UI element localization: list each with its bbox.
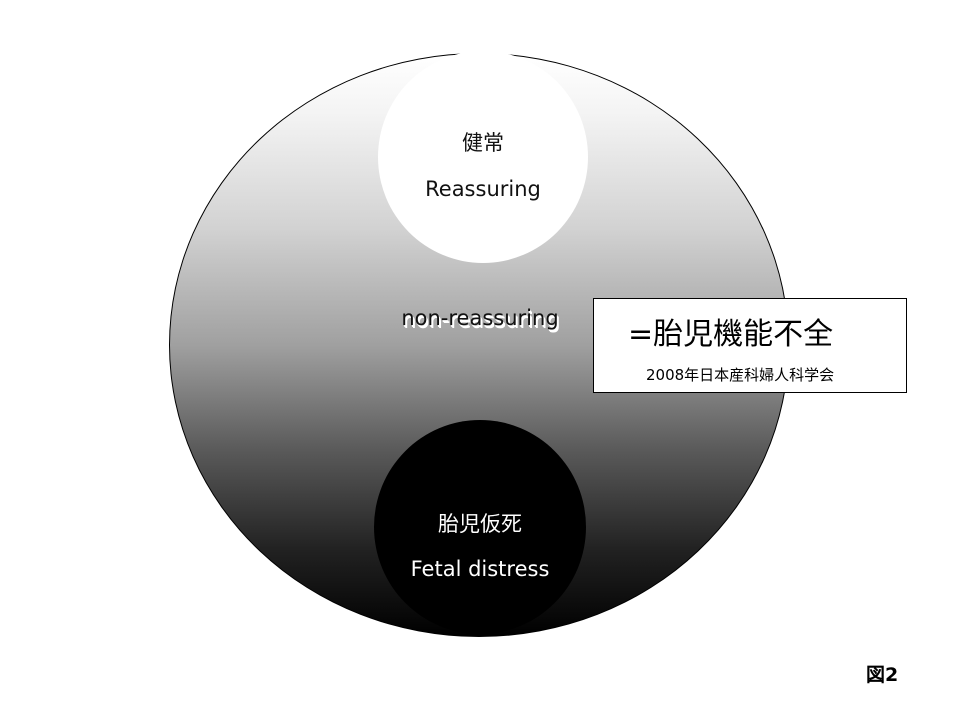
reassuring-jp-label: 健常 <box>462 131 504 155</box>
reassuring-circle <box>378 51 588 263</box>
fetal-distress-jp-label: 胎児仮死 <box>438 512 522 536</box>
fetal-distress-en-label: Fetal distress <box>410 557 550 581</box>
non-reassuring-label: non-reassuring <box>401 306 559 330</box>
reassuring-en-label: Reassuring <box>425 177 541 201</box>
figure-number-label: 図2 <box>866 664 899 686</box>
definition-term: =胎児機能不全 <box>628 317 834 352</box>
definition-box: =胎児機能不全 2008年日本産科婦人科学会 <box>593 298 907 393</box>
definition-source: 2008年日本産科婦人科学会 <box>646 366 835 384</box>
fetal-distress-circle <box>374 420 586 634</box>
